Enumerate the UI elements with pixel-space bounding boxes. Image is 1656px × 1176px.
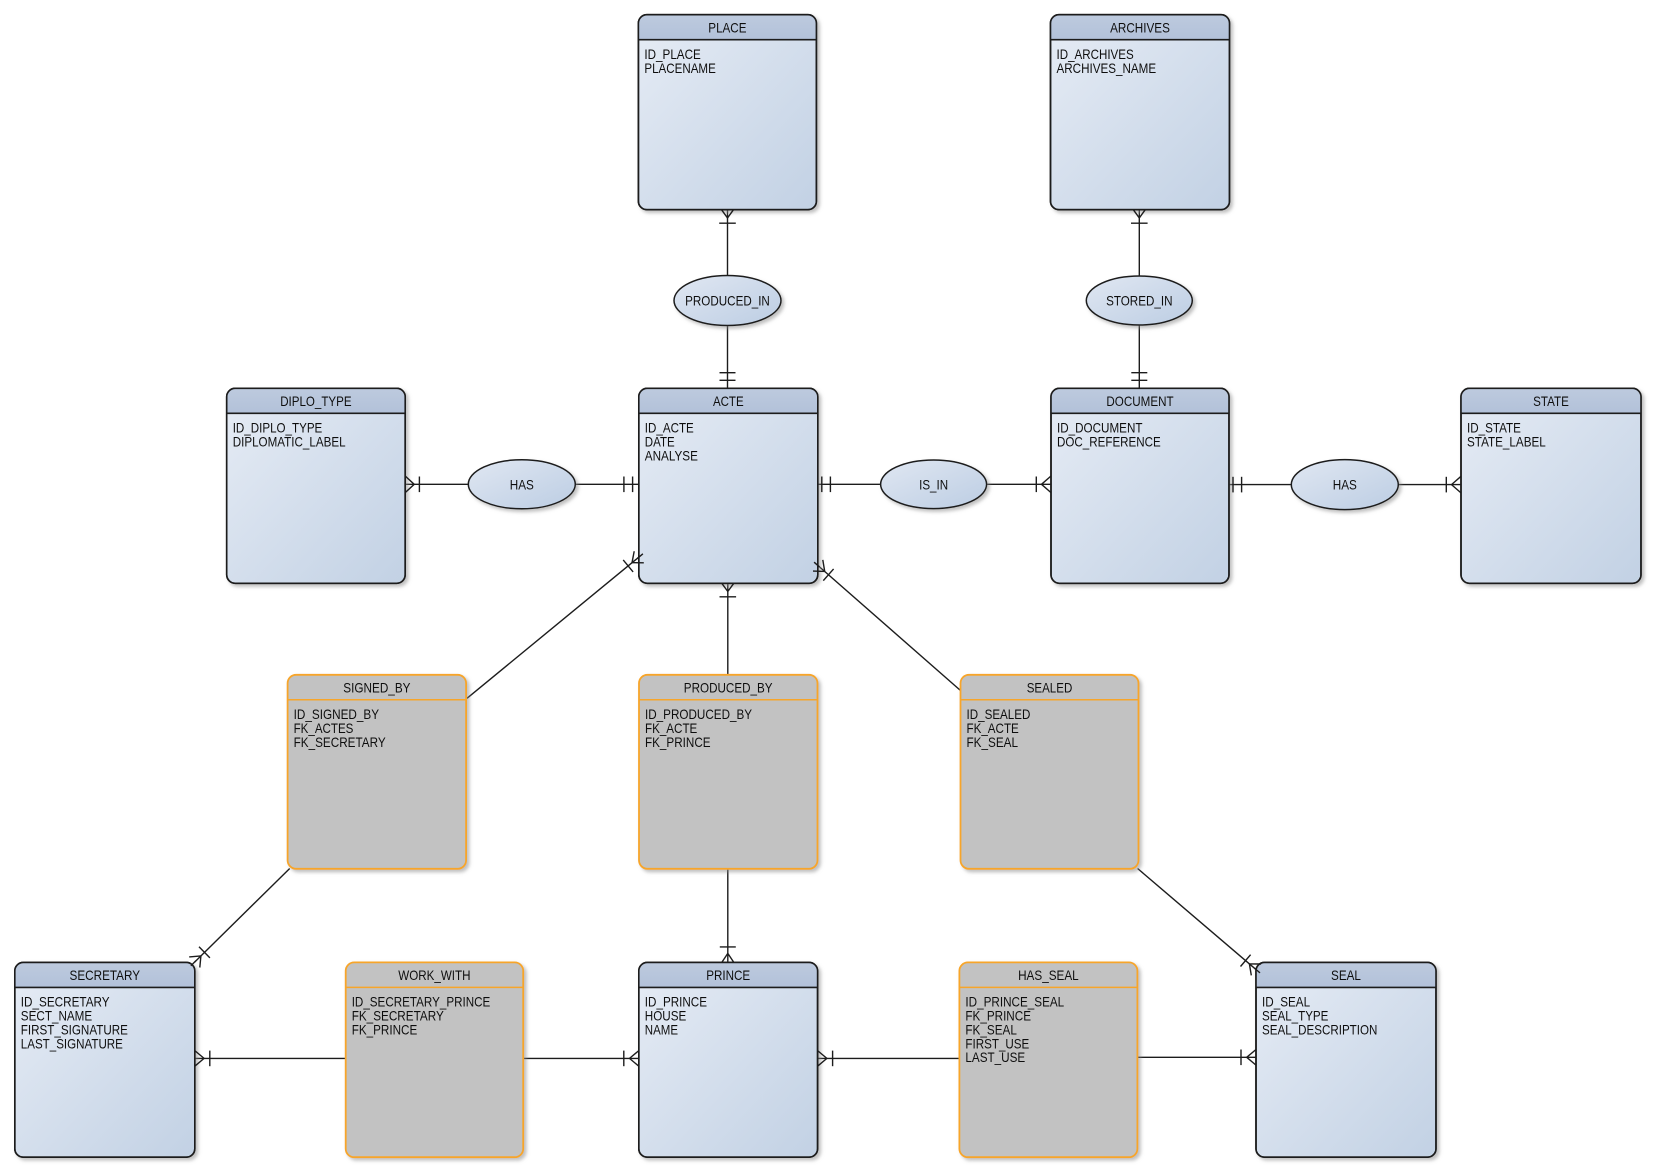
svg-text:PRINCE: PRINCE (706, 967, 750, 983)
svg-text:FK_SEAL: FK_SEAL (967, 734, 1019, 750)
svg-text:ARCHIVES_NAME: ARCHIVES_NAME (1057, 60, 1157, 76)
svg-text:ANALYSE: ANALYSE (645, 447, 698, 463)
svg-text:DOC_REFERENCE: DOC_REFERENCE (1057, 433, 1161, 449)
svg-text:IS_IN: IS_IN (919, 476, 948, 492)
svg-text:DIPLOMATIC_LABEL: DIPLOMATIC_LABEL (233, 433, 346, 449)
svg-text:SEAL: SEAL (1331, 967, 1361, 983)
svg-text:HAS_SEAL: HAS_SEAL (1018, 967, 1079, 983)
svg-text:PRODUCED_BY: PRODUCED_BY (684, 679, 773, 695)
svg-text:PRODUCED_IN: PRODUCED_IN (685, 293, 770, 309)
svg-text:ARCHIVES: ARCHIVES (1110, 19, 1170, 35)
svg-text:FK_PRINCE: FK_PRINCE (352, 1021, 418, 1037)
svg-text:FK_SECRETARY: FK_SECRETARY (294, 734, 387, 750)
svg-text:SECRETARY: SECRETARY (70, 967, 141, 983)
svg-text:NAME: NAME (645, 1021, 678, 1037)
svg-text:SEALED: SEALED (1027, 679, 1073, 695)
svg-text:LAST_SIGNATURE: LAST_SIGNATURE (21, 1035, 123, 1051)
svg-text:DIPLO_TYPE: DIPLO_TYPE (280, 393, 351, 409)
svg-text:HAS: HAS (1333, 477, 1357, 493)
svg-text:STATE_LABEL: STATE_LABEL (1467, 433, 1546, 449)
svg-text:WORK_WITH: WORK_WITH (398, 967, 470, 983)
svg-text:SIGNED_BY: SIGNED_BY (343, 679, 411, 695)
svg-text:STATE: STATE (1533, 393, 1569, 409)
svg-text:LAST_USE: LAST_USE (965, 1049, 1025, 1065)
svg-text:SEAL_DESCRIPTION: SEAL_DESCRIPTION (1262, 1021, 1377, 1037)
svg-text:STORED_IN: STORED_IN (1106, 293, 1172, 309)
svg-text:PLACENAME: PLACENAME (644, 60, 715, 76)
svg-text:DOCUMENT: DOCUMENT (1106, 393, 1174, 409)
svg-text:FK_PRINCE: FK_PRINCE (645, 734, 711, 750)
svg-text:PLACE: PLACE (708, 19, 746, 35)
svg-text:ACTE: ACTE (713, 393, 744, 409)
svg-text:HAS: HAS (510, 476, 534, 492)
